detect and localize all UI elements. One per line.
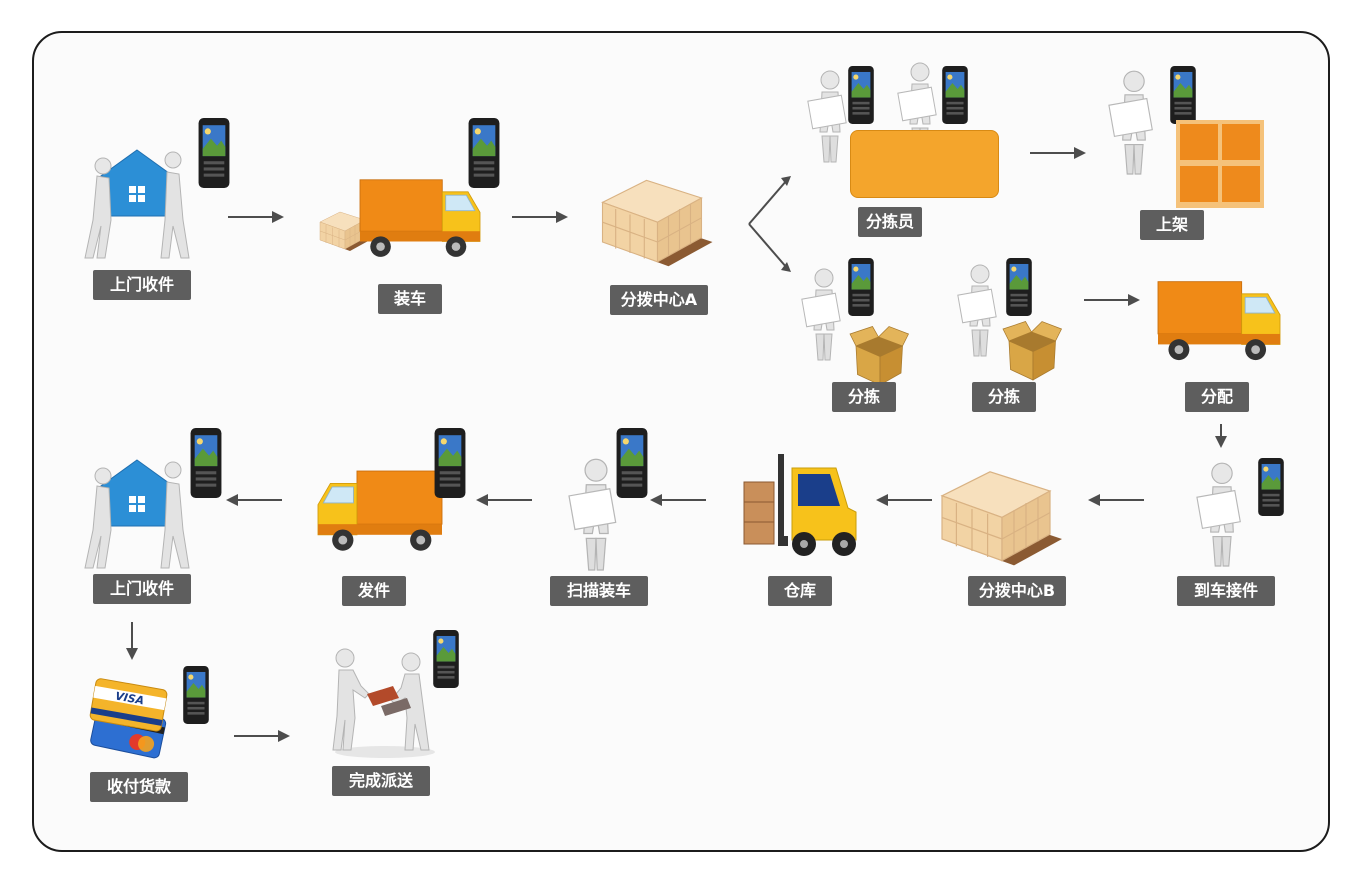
label-sorter: 分拣员 bbox=[858, 207, 922, 237]
pallet-boxes-icon bbox=[941, 471, 1063, 567]
mobile-terminal-icon bbox=[1170, 66, 1196, 124]
mobile-terminal-icon bbox=[468, 118, 500, 188]
open-box-icon bbox=[849, 326, 909, 386]
arrow-2 bbox=[512, 211, 568, 223]
arrow-7 bbox=[876, 494, 932, 506]
label-sort-1: 分拣 bbox=[832, 382, 896, 412]
fork-arrows bbox=[748, 176, 791, 272]
mobile-terminal-icon bbox=[616, 428, 648, 498]
mobile-terminal-icon bbox=[1006, 258, 1032, 316]
mobile-terminal-icon bbox=[198, 118, 230, 188]
arrow-1 bbox=[228, 211, 284, 223]
person-with-board-icon bbox=[801, 268, 841, 361]
handshake-icon bbox=[332, 648, 435, 758]
mobile-terminal-icon bbox=[848, 258, 874, 316]
label-distribute: 分配 bbox=[1185, 382, 1249, 412]
mobile-terminal-icon bbox=[433, 630, 459, 688]
arrow-12 bbox=[234, 730, 290, 742]
person-with-board-icon bbox=[1196, 462, 1241, 567]
credit-card-icon: VISA bbox=[89, 678, 168, 759]
mobile-terminal-icon bbox=[848, 66, 874, 124]
truck-icon bbox=[317, 470, 443, 552]
arrow-9 bbox=[476, 494, 532, 506]
sorting-table bbox=[850, 130, 999, 198]
pallet-boxes-icon bbox=[601, 179, 714, 267]
label-sort-center-b: 分拨中心B bbox=[968, 576, 1066, 606]
mobile-terminal-icon bbox=[183, 666, 209, 724]
truck-icon bbox=[359, 179, 481, 258]
arrow-5 bbox=[1215, 424, 1227, 448]
label-arrival-receive: 到车接件 bbox=[1177, 576, 1275, 606]
house-icon bbox=[84, 149, 190, 259]
label-shelve: 上架 bbox=[1140, 210, 1204, 240]
label-collect-payment: 收付货款 bbox=[90, 772, 188, 802]
shelf-icon bbox=[1176, 120, 1264, 208]
arrow-8 bbox=[650, 494, 706, 506]
label-delivery-done: 完成派送 bbox=[332, 766, 430, 796]
label-load-truck: 装车 bbox=[378, 284, 442, 314]
person-with-board-icon bbox=[1108, 70, 1153, 175]
house-icon bbox=[84, 459, 190, 569]
arrow-4 bbox=[1084, 294, 1140, 306]
mobile-terminal-icon bbox=[434, 428, 466, 498]
label-scan-load: 扫描装车 bbox=[550, 576, 648, 606]
arrow-10 bbox=[226, 494, 282, 506]
label-dispatch: 发件 bbox=[342, 576, 406, 606]
card-brand-text: VISA bbox=[114, 690, 145, 708]
label-sort-2: 分拣 bbox=[972, 382, 1036, 412]
diagram-frame bbox=[32, 31, 1330, 852]
label-sort-center-a: 分拨中心A bbox=[610, 285, 708, 315]
open-box-icon bbox=[1002, 321, 1062, 381]
label-pickup-2: 上门收件 bbox=[93, 574, 191, 604]
label-pickup-1: 上门收件 bbox=[93, 270, 191, 300]
arrow-11 bbox=[126, 622, 138, 660]
arrow-3 bbox=[1030, 147, 1086, 159]
person-with-board-icon bbox=[957, 264, 997, 357]
label-warehouse: 仓库 bbox=[768, 576, 832, 606]
truck-icon bbox=[1157, 281, 1281, 361]
arrow-6 bbox=[1088, 494, 1144, 506]
person-with-board-icon bbox=[807, 70, 847, 163]
mobile-terminal-icon bbox=[1258, 458, 1284, 516]
forklift-icon bbox=[743, 454, 857, 556]
mobile-terminal-icon bbox=[190, 428, 222, 498]
mobile-terminal-icon bbox=[942, 66, 968, 124]
